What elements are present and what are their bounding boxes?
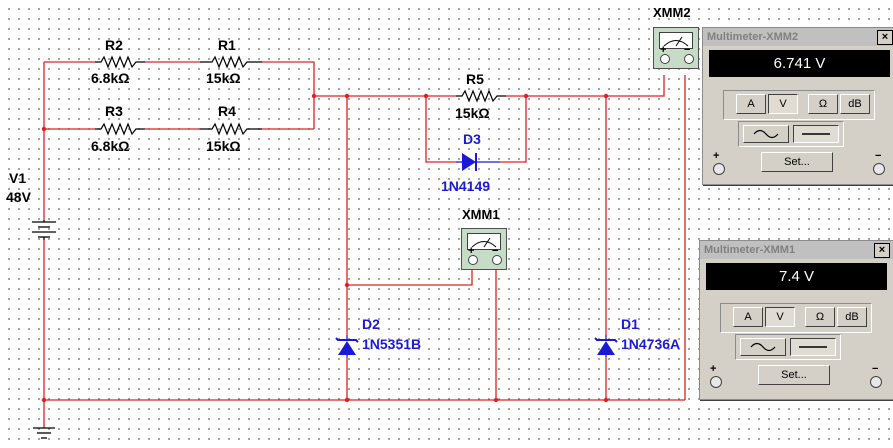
ac-wave-icon bbox=[753, 129, 779, 139]
multimeter-xmm1-window[interactable]: Multimeter-XMM1 × 7.4 V A V Ω dB Set... … bbox=[699, 240, 893, 400]
ammeter-button[interactable]: A bbox=[736, 94, 766, 114]
plus-sign: + bbox=[710, 363, 717, 375]
r5-symbol[interactable] bbox=[456, 89, 506, 103]
minus-sign: − bbox=[875, 150, 882, 162]
voltmeter-button[interactable]: V bbox=[768, 94, 798, 114]
r1-value-label: 15kΩ bbox=[206, 70, 241, 86]
v1-value-label: 48V bbox=[6, 189, 31, 205]
d1-zener-symbol[interactable] bbox=[594, 335, 618, 357]
decibel-button[interactable]: dB bbox=[837, 307, 867, 327]
r3-ref-label: R3 bbox=[105, 103, 123, 119]
d3-ref-label: D3 bbox=[463, 131, 481, 147]
d3-value-label: 1N4149 bbox=[441, 178, 491, 194]
multimeter-xmm2-window[interactable]: Multimeter-XMM2 × 6.741 V A V Ω dB Set..… bbox=[702, 27, 893, 185]
set-button[interactable]: Set... bbox=[761, 152, 833, 172]
minus-terminal-icon[interactable] bbox=[870, 376, 882, 388]
d2-ref-label: D2 bbox=[362, 316, 380, 332]
window-title: Multimeter-XMM2 bbox=[707, 31, 799, 43]
ac-mode-button[interactable] bbox=[743, 125, 789, 143]
voltmeter-button[interactable]: V bbox=[765, 307, 795, 327]
window-titlebar[interactable]: Multimeter-XMM2 × bbox=[703, 28, 893, 46]
set-button[interactable]: Set... bbox=[758, 365, 830, 385]
dc-mode-button[interactable] bbox=[790, 338, 836, 356]
wires bbox=[43, 61, 686, 428]
ac-dc-selector bbox=[738, 121, 844, 147]
plus-terminal-icon[interactable] bbox=[710, 376, 722, 388]
r3-value-label: 6.8kΩ bbox=[91, 138, 130, 154]
meter-face-icon bbox=[467, 233, 501, 250]
close-button[interactable]: × bbox=[874, 243, 890, 258]
xmm2-meter-symbol[interactable]: + − bbox=[653, 27, 699, 69]
junctions bbox=[41, 93, 609, 403]
ohmmeter-button[interactable]: Ω bbox=[808, 94, 838, 114]
xmm1-ref-label: XMM1 bbox=[462, 207, 500, 222]
minus-terminal[interactable] bbox=[684, 54, 694, 64]
minus-sign: − bbox=[684, 44, 691, 56]
d2-zener-symbol[interactable] bbox=[335, 335, 359, 357]
function-buttons: A V Ω dB bbox=[723, 90, 875, 120]
r2-symbol[interactable] bbox=[95, 55, 145, 69]
decibel-button[interactable]: dB bbox=[840, 94, 870, 114]
plus-terminal[interactable] bbox=[468, 255, 478, 265]
d2-value-label: 1N5351B bbox=[362, 336, 422, 352]
meter-face-icon bbox=[659, 32, 693, 49]
dc-mode-button[interactable] bbox=[793, 125, 839, 143]
r5-value-label: 15kΩ bbox=[455, 105, 490, 121]
plus-sign: + bbox=[468, 245, 475, 257]
r1-symbol[interactable] bbox=[200, 55, 262, 69]
d1-ref-label: D1 bbox=[621, 316, 639, 332]
d3-diode-symbol[interactable] bbox=[456, 153, 500, 171]
ammeter-button[interactable]: A bbox=[733, 307, 763, 327]
r4-ref-label: R4 bbox=[218, 103, 236, 119]
xmm2-ref-label: XMM2 bbox=[653, 5, 691, 20]
v1-battery-symbol[interactable] bbox=[32, 220, 56, 240]
r4-value-label: 15kΩ bbox=[206, 138, 241, 154]
minus-sign: − bbox=[492, 245, 499, 257]
ground-symbol[interactable] bbox=[33, 427, 55, 439]
plus-sign: + bbox=[713, 150, 720, 162]
v1-ref-label: V1 bbox=[9, 170, 27, 186]
d1-value-label: 1N4736A bbox=[621, 336, 681, 352]
window-titlebar[interactable]: Multimeter-XMM1 × bbox=[700, 241, 893, 259]
ac-wave-icon bbox=[750, 342, 776, 352]
reading-display: 7.4 V bbox=[706, 263, 887, 290]
ac-mode-button[interactable] bbox=[740, 338, 786, 356]
plus-sign: + bbox=[660, 44, 667, 56]
xmm1-meter-symbol[interactable]: + − bbox=[461, 228, 507, 270]
ac-dc-selector bbox=[735, 334, 841, 360]
dc-line-icon bbox=[799, 346, 827, 348]
close-button[interactable]: × bbox=[877, 30, 893, 45]
r2-ref-label: R2 bbox=[105, 37, 123, 53]
r3-symbol[interactable] bbox=[95, 122, 145, 136]
reading-display: 6.741 V bbox=[709, 50, 890, 77]
minus-terminal-icon[interactable] bbox=[873, 163, 885, 175]
minus-terminal[interactable] bbox=[492, 255, 502, 265]
r5-ref-label: R5 bbox=[466, 71, 484, 87]
r4-symbol[interactable] bbox=[200, 122, 262, 136]
plus-terminal-icon[interactable] bbox=[713, 163, 725, 175]
dc-line-icon bbox=[802, 133, 830, 135]
plus-terminal[interactable] bbox=[660, 54, 670, 64]
ohmmeter-button[interactable]: Ω bbox=[805, 307, 835, 327]
minus-sign: − bbox=[872, 363, 879, 375]
r1-ref-label: R1 bbox=[218, 37, 236, 53]
r2-value-label: 6.8kΩ bbox=[91, 70, 130, 86]
window-title: Multimeter-XMM1 bbox=[704, 244, 796, 256]
function-buttons: A V Ω dB bbox=[720, 303, 872, 333]
